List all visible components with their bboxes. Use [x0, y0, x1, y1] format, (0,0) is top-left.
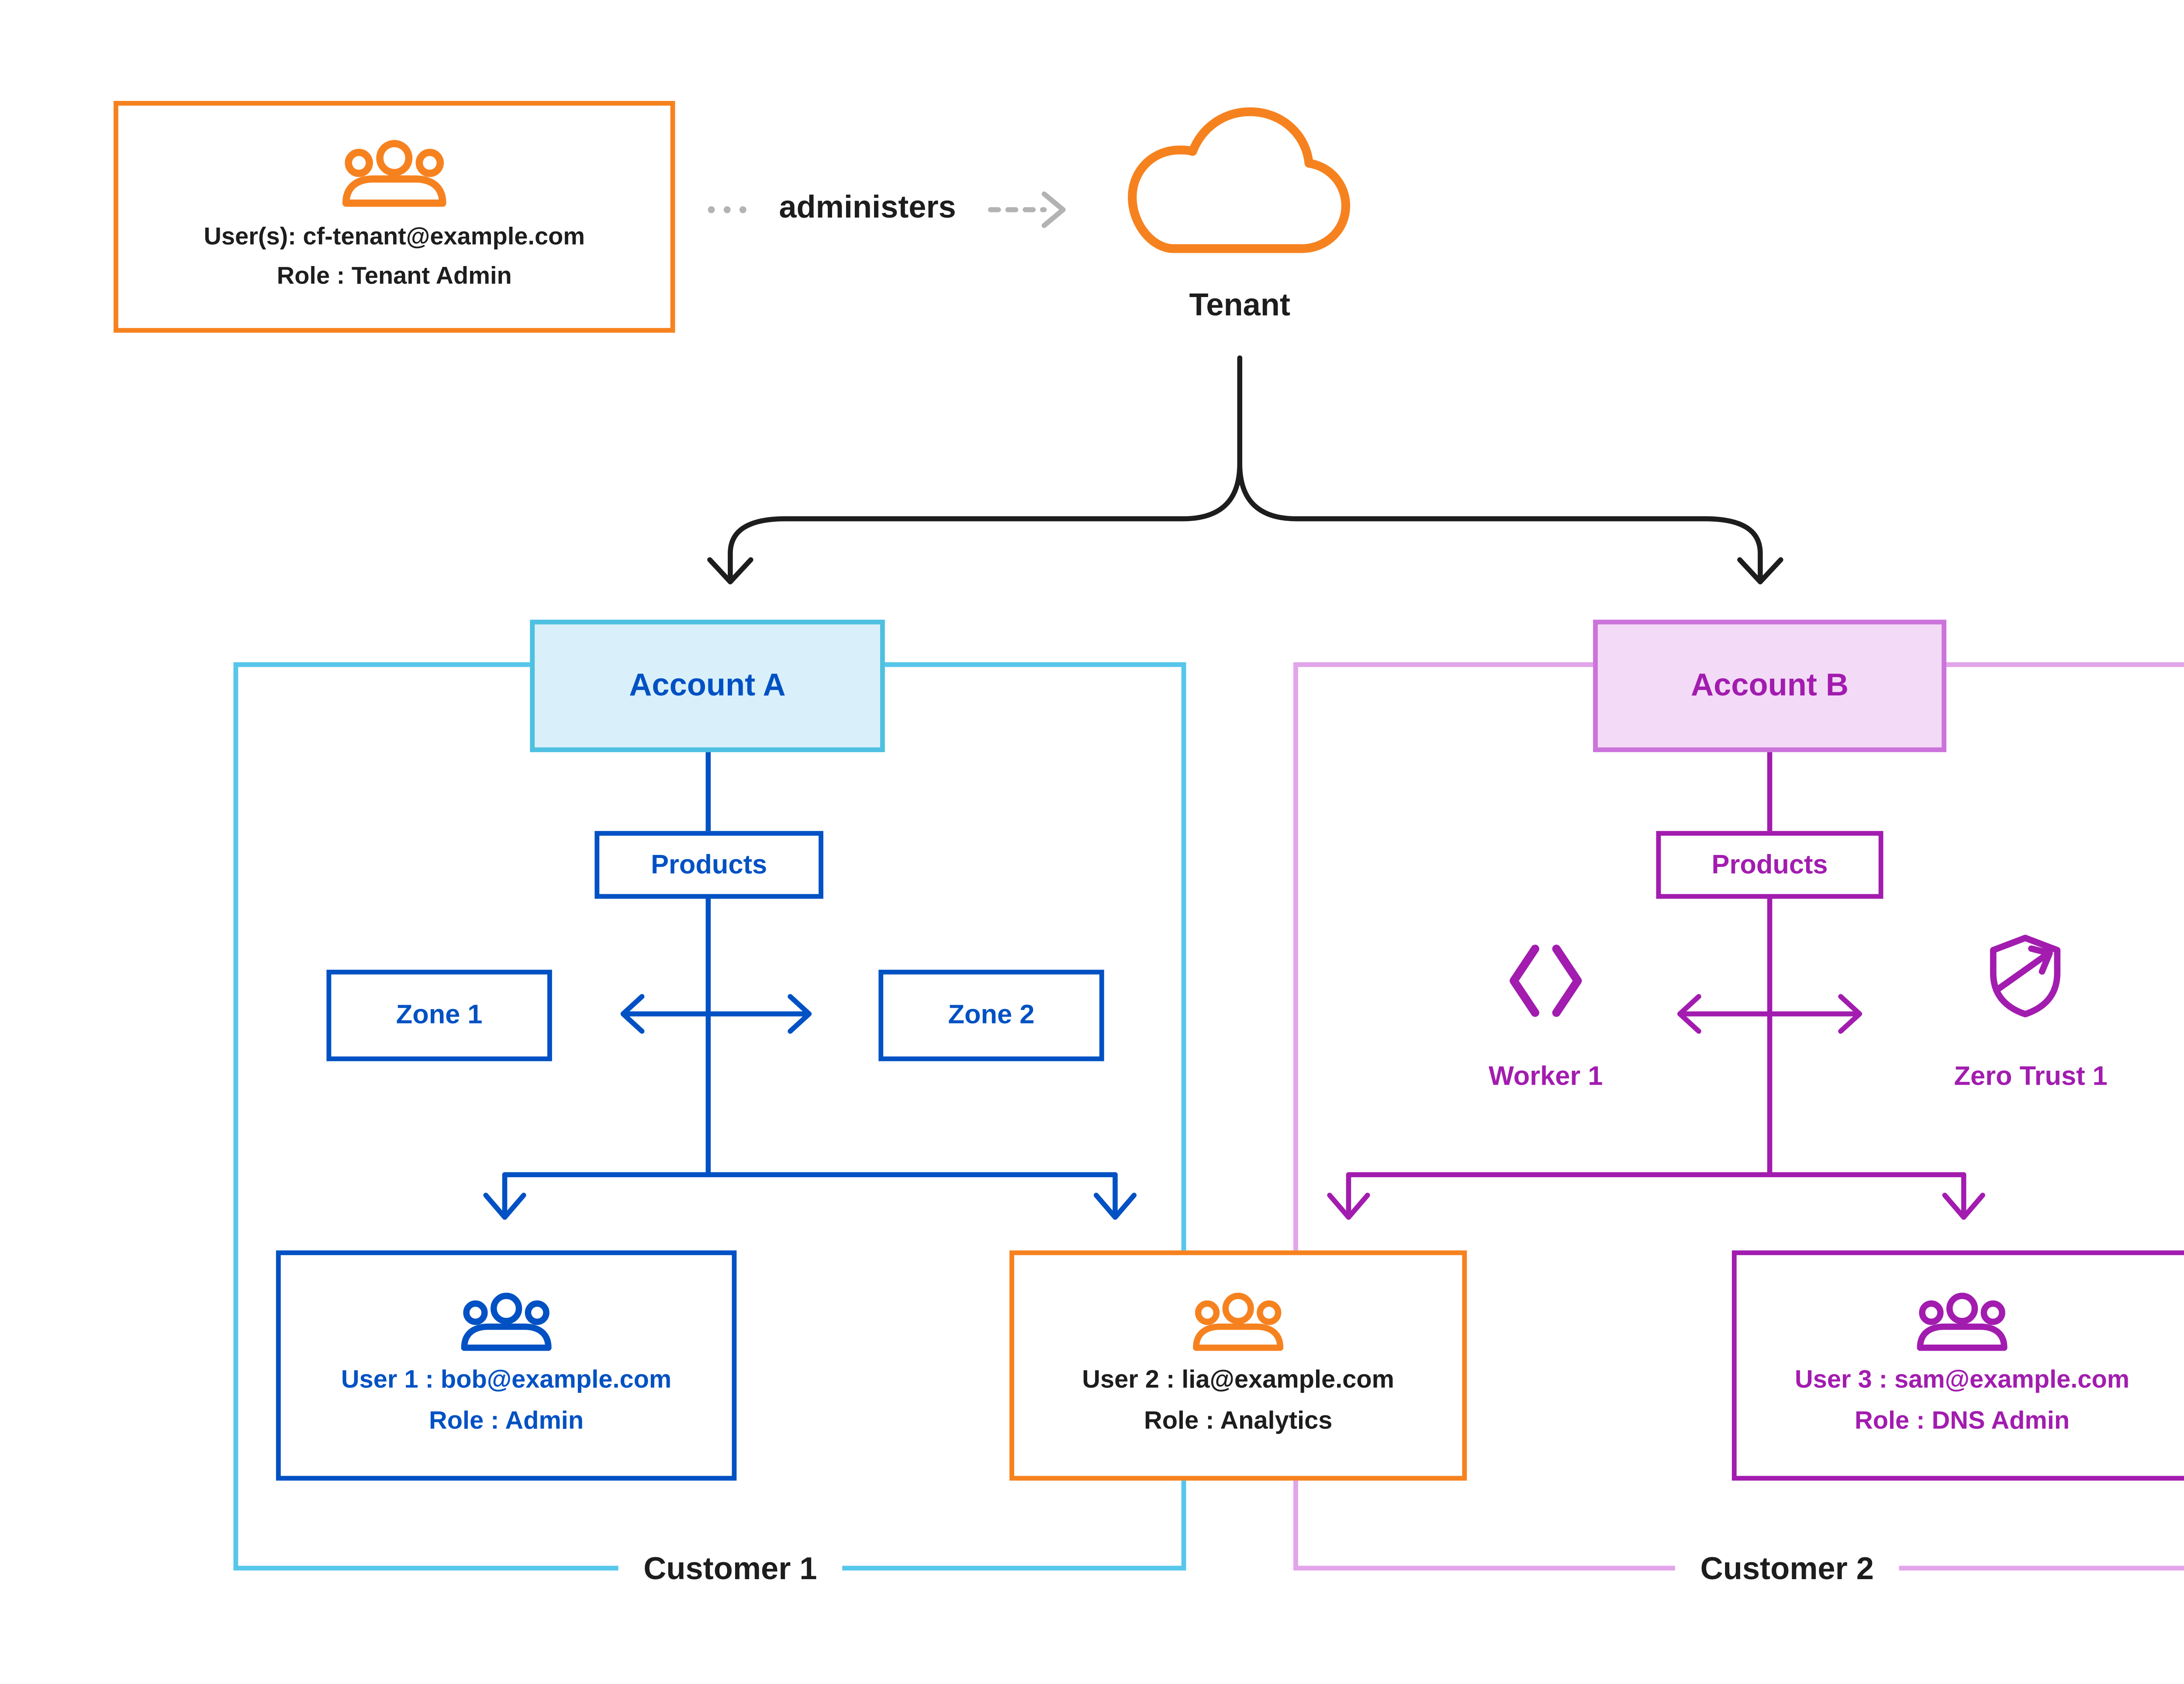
- account-b-node: Account B: [1593, 619, 1946, 752]
- tenant-admin-node: User(s): cf-tenant@example.com Role : Te…: [113, 101, 675, 333]
- users-icon: [456, 1292, 557, 1359]
- user-2-email-text: User 2 : lia@example.com: [1082, 1367, 1394, 1395]
- user-1-node: User 1 : bob@example.com Role : Admin: [276, 1250, 737, 1481]
- user-3-role-text: Role : DNS Admin: [1854, 1407, 2070, 1434]
- worker-1-label: Worker 1: [1488, 1061, 1603, 1091]
- tenant-label: Tenant: [1189, 288, 1290, 323]
- user-1-role-text: Role : Admin: [429, 1407, 584, 1434]
- products-b-node: Products: [1656, 831, 1883, 899]
- customer-2-label: Customer 2: [1675, 1552, 1899, 1589]
- zone-2-node: Zone 2: [878, 969, 1104, 1062]
- tenant-branch-arrows: [707, 355, 1783, 584]
- customer-1-label: Customer 1: [618, 1552, 843, 1589]
- account-a-node: Account A: [530, 619, 885, 752]
- user-1-email-text: User 1 : bob@example.com: [341, 1367, 672, 1395]
- users-icon: [1188, 1292, 1289, 1359]
- users-icon: [1912, 1292, 2013, 1359]
- user-3-node: User 3 : sam@example.com Role : DNS Admi…: [1731, 1250, 2184, 1481]
- user-3-email-text: User 3 : sam@example.com: [1795, 1367, 2130, 1395]
- zero-trust-1-label: Zero Trust 1: [1954, 1061, 2108, 1091]
- products-a-node: Products: [594, 831, 823, 899]
- cloud-icon: [1107, 95, 1372, 276]
- zero-trust-icon: [1980, 927, 2071, 1025]
- tenant-admin-users-text: User(s): cf-tenant@example.com: [204, 223, 585, 251]
- user-2-node: User 2 : lia@example.com Role : Analytic…: [1009, 1250, 1467, 1481]
- user-2-role-text: Role : Analytics: [1144, 1407, 1333, 1434]
- administers-label: administers: [779, 190, 956, 226]
- tenant-admin-role-text: Role : Tenant Admin: [276, 263, 512, 290]
- users-icon: [336, 138, 453, 216]
- zone-1-node: Zone 1: [326, 969, 552, 1062]
- workers-icon: [1503, 935, 1588, 1026]
